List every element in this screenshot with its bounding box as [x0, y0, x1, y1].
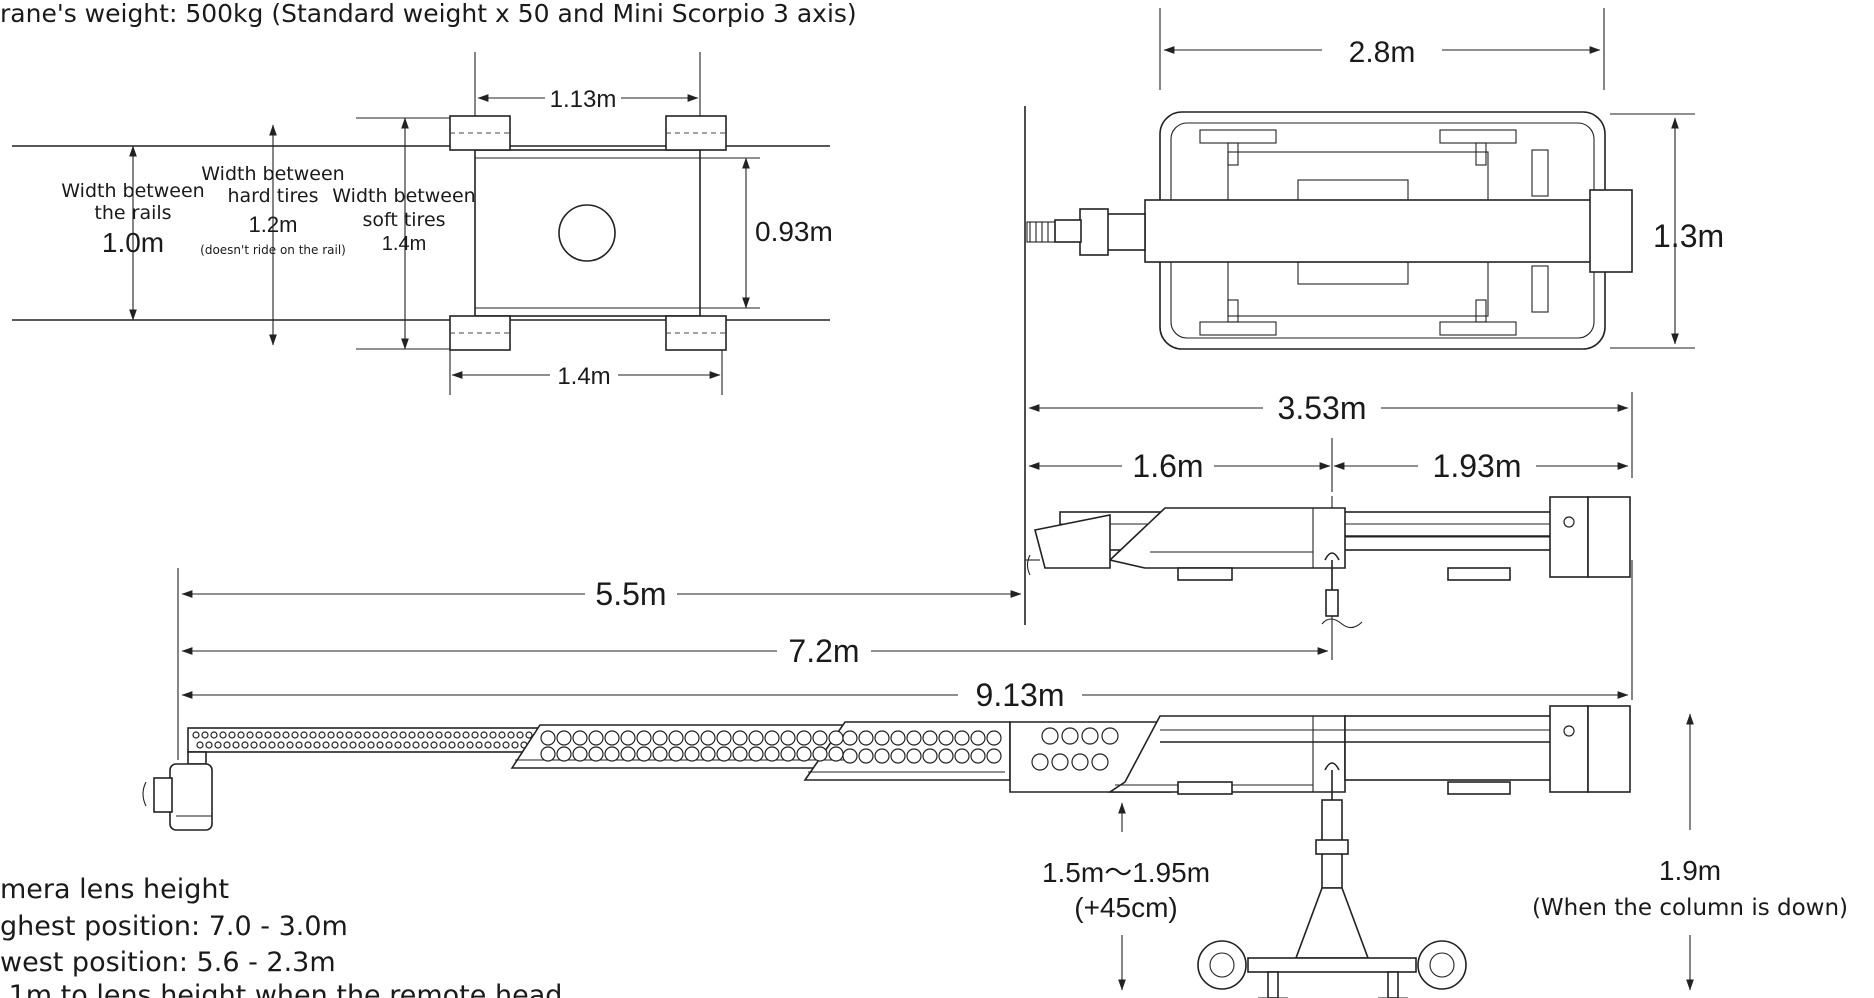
extended-counterweight [1549, 705, 1589, 793]
arm-total-short: 3.53m [1278, 390, 1367, 426]
lens-height-notes: mera lens height ghest position: 7.0 - 3… [0, 874, 562, 998]
soft-label-2: soft tires [362, 209, 445, 231]
plan-arm [1144, 199, 1594, 263]
track-top-dim: 1.13m [550, 86, 617, 113]
plan-counterweight [1589, 189, 1633, 273]
rails-value: 1.0m [102, 227, 164, 258]
height-dimensions: 1.5m～1.95m (+45cm) 1.9m (When the column… [1042, 713, 1848, 991]
retracted-counterweight [1549, 496, 1589, 578]
column-range: 1.5m～1.95m [1042, 857, 1210, 888]
plan-height-dim: 1.3m [1653, 218, 1724, 254]
arm-reach-5: 5.5m [595, 576, 666, 612]
base-height-note: (When the column is down) [1532, 895, 1848, 921]
column-circle [558, 204, 616, 262]
hard-label-2: hard tires [228, 185, 319, 207]
lens-note: .1m to lens height when the remote head [0, 980, 562, 998]
arm-reach-9: 9.13m [976, 677, 1065, 713]
crane-weight-text: rane's weight: 500kg (Standard weight x … [0, 0, 857, 28]
arm-rear: 1.93m [1433, 448, 1522, 484]
base-height: 1.9m [1659, 855, 1721, 886]
crane-plan-view: 2.8m 1.3m [1026, 8, 1724, 350]
lens-height-title: mera lens height [0, 874, 229, 905]
column-extra: (+45cm) [1074, 892, 1177, 923]
hard-note: (doesn't ride on the rail) [200, 243, 346, 257]
track-bottom-dim: 1.4m [557, 363, 610, 390]
lens-highest: ghest position: 7.0 - 3.0m [0, 911, 348, 942]
crane-side-retracted [1025, 496, 1631, 629]
hard-label-1: Width between [201, 163, 344, 185]
track-side-dim: 0.93m [755, 216, 833, 247]
soft-label-1: Width between [332, 185, 475, 207]
soft-value: 1.4m [382, 233, 426, 255]
base-wheel-right [1417, 940, 1467, 990]
crane-side-extended [142, 705, 1631, 998]
rails-label-2: the rails [94, 202, 171, 224]
track-top-view: 1.13m 1.4m 0.93m Width between the rails… [12, 52, 833, 395]
arm-dimensions: 3.53m 1.6m 1.93m 5.5m 7.2m 9.13m [177, 390, 1633, 760]
base-wheel-left [1197, 940, 1247, 990]
column-base [1294, 887, 1370, 959]
plan-width-dim: 2.8m [1349, 36, 1416, 69]
lens-lowest: west position: 5.6 - 2.3m [0, 947, 336, 978]
hard-value: 1.2m [249, 212, 298, 237]
camera-head [169, 763, 213, 831]
rails-label-1: Width between [61, 180, 204, 202]
arm-front: 1.6m [1132, 448, 1203, 484]
base-axle [1247, 957, 1417, 973]
arm-reach-7: 7.2m [788, 633, 859, 669]
